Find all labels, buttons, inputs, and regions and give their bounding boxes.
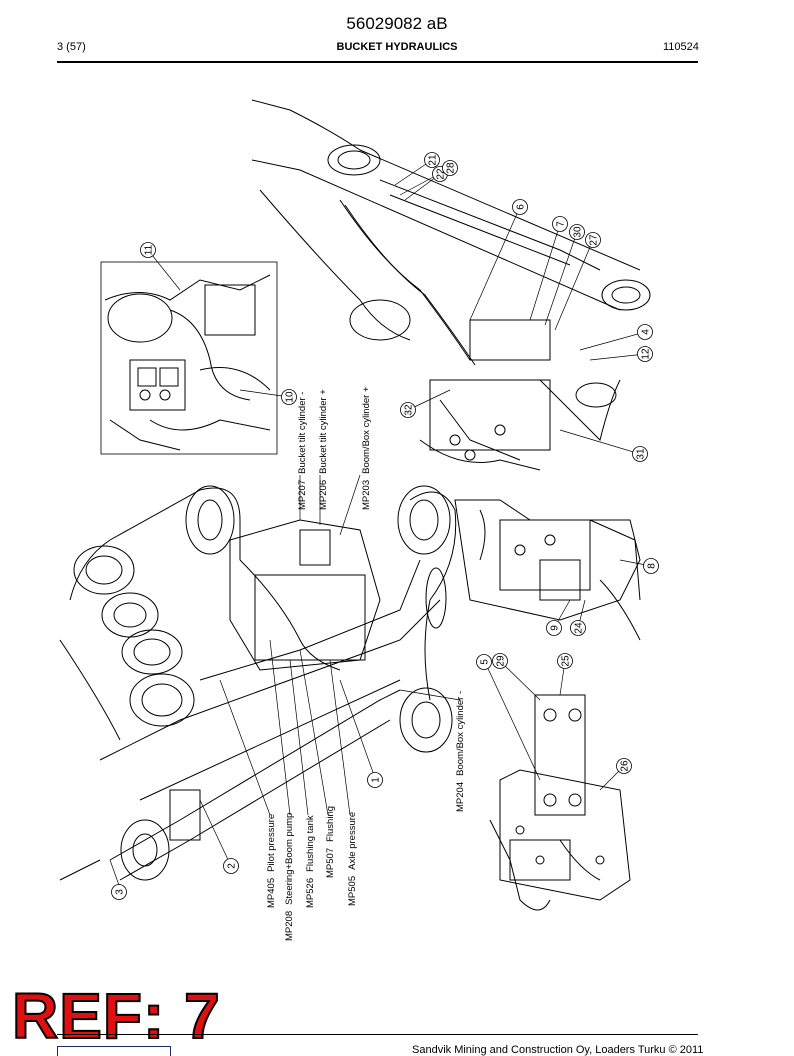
svg-text:27: 27 [589,234,600,246]
svg-text:21: 21 [428,154,439,166]
inset-valve-closeup [100,261,278,455]
mp526-label: MP526Flushing tank [305,815,316,908]
header-rule [57,61,698,63]
footer-copyright: Sandvik Mining and Construction Oy, Load… [412,1044,704,1056]
svg-text:29: 29 [496,655,507,667]
svg-text:30: 30 [573,226,584,238]
callout-27: 27 [585,232,601,248]
mp207-label: MP207Bucket tilt cylinder - [297,392,308,510]
boom-frame [59,485,457,881]
svg-text:8: 8 [647,563,658,569]
callout-11: 11 [140,242,156,258]
svg-text:7: 7 [556,221,567,227]
svg-text:11: 11 [144,244,155,255]
svg-text:22: 22 [436,168,447,180]
ref-stamp: REF: 7 [11,980,221,1052]
svg-text:32: 32 [404,404,415,416]
svg-text:9: 9 [550,625,561,631]
footer-rule [57,1034,698,1035]
tilt-cylinder-assembly [251,99,651,471]
document-number: 56029082 aB [346,14,448,33]
svg-text:10: 10 [285,391,296,403]
callout-9: 9 [546,620,562,636]
page-number: 3 (57) [57,41,86,53]
callout-28: 28 [442,160,458,176]
date-code: 110524 [663,41,699,53]
mp206-label: MP206Bucket tilt cylinder + [318,389,329,510]
callout-12: 12 [637,346,653,362]
mp505-label: MP505Axle pressure [347,812,358,906]
svg-text:25: 25 [561,655,572,667]
svg-text:24: 24 [574,622,585,634]
svg-text:1: 1 [371,777,382,783]
callout-32: 32 [400,402,416,418]
mp204-label: MP204Boom/Box cylinder - [455,691,466,812]
callout-24: 24 [570,620,586,636]
svg-text:2: 2 [227,863,238,869]
callout-1: 1 [367,772,383,788]
page-title: BUCKET HYDRAULICS [336,41,458,53]
callouts: 1 2 3 4 5 6 7 8 9 10 11 12 21 22 24 25 2… [111,152,659,900]
callout-30: 30 [569,224,585,240]
mp203-label: MP203Boom/Box cylinder + [361,386,372,510]
svg-text:5: 5 [480,659,491,665]
mp208-label: MP208Steering+Boom pump [284,813,295,941]
mp405-label: MP405Pilot pressure [266,814,277,908]
svg-text:28: 28 [446,162,457,174]
sandvik-logo [57,1046,171,1056]
control-valve-closeup [454,499,641,641]
callout-6: 6 [512,199,528,215]
callout-29: 29 [492,653,508,669]
callout-25: 25 [557,653,573,669]
main-valve-block [489,694,631,911]
callout-26: 26 [616,758,632,774]
mp507-label: MP507Flushing [325,806,336,878]
callout-21: 21 [424,152,440,168]
svg-text:6: 6 [516,204,527,210]
callout-2: 2 [223,858,239,874]
callout-4: 4 [637,324,653,340]
svg-text:26: 26 [620,760,631,772]
svg-text:31: 31 [636,448,647,460]
svg-text:4: 4 [641,329,652,335]
svg-text:3: 3 [115,889,126,895]
callout-31: 31 [632,446,648,462]
callout-10: 10 [281,389,297,405]
callout-5: 5 [476,654,492,670]
callout-7: 7 [552,216,568,232]
callout-3: 3 [111,884,127,900]
measure-point-labels: MP207Bucket tilt cylinder - MP206Bucket … [266,386,466,941]
callout-8: 8 [643,558,659,574]
svg-text:12: 12 [641,348,652,360]
